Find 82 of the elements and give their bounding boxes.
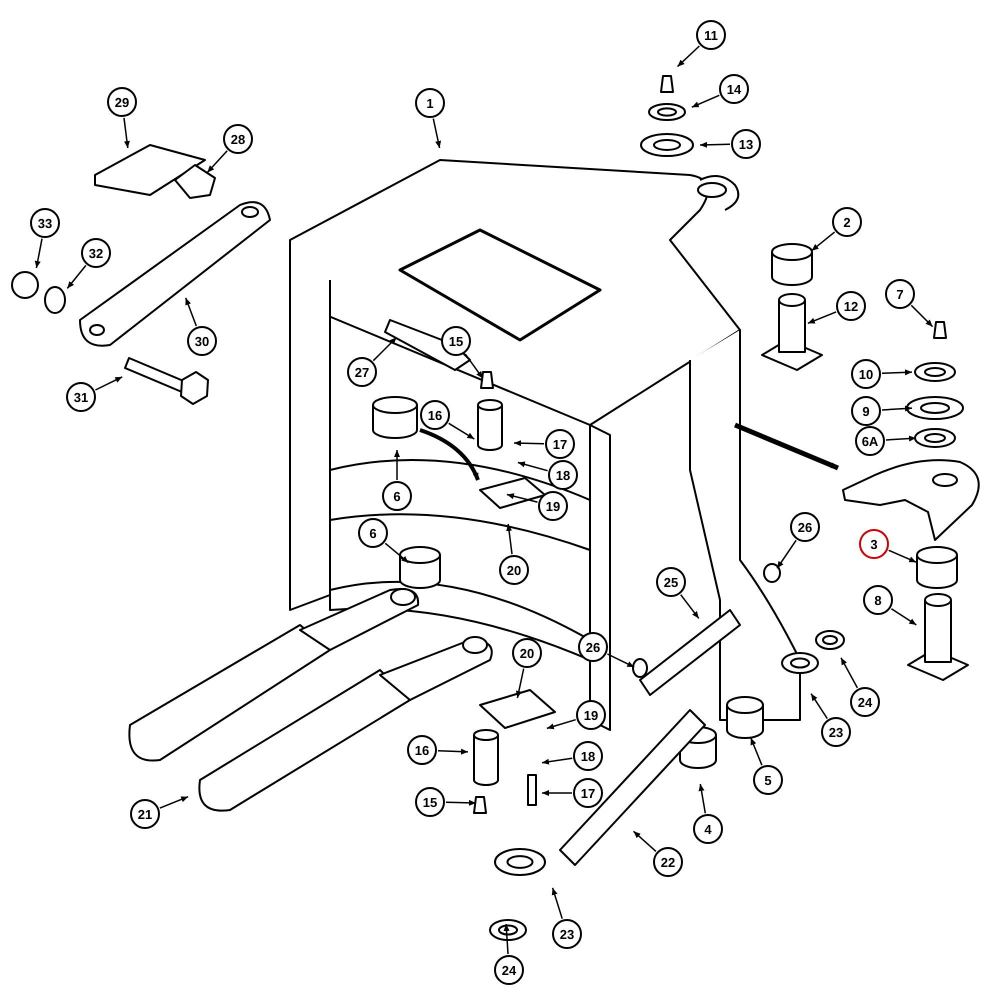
leader-line <box>506 493 538 503</box>
callout-number: 16 <box>407 735 437 765</box>
leader-line <box>160 796 188 809</box>
callout-number: 18 <box>548 460 578 490</box>
callout-number: 26 <box>790 512 820 542</box>
callout-number: 8 <box>863 585 893 615</box>
callout-number: 9 <box>851 396 881 426</box>
leader-line <box>633 830 656 852</box>
leader-line <box>542 790 572 796</box>
leader-line <box>546 718 576 730</box>
callout-number: 3 <box>859 529 889 559</box>
leader-line <box>516 668 524 698</box>
callout-number: 23 <box>552 919 582 949</box>
leader-line <box>448 422 475 440</box>
leader-line <box>808 311 836 324</box>
leader-line <box>438 748 468 755</box>
callout-number: 27 <box>347 357 377 387</box>
leader-line <box>552 888 563 919</box>
leader-line <box>372 336 398 362</box>
callout-number: 12 <box>836 291 866 321</box>
callout-number: 4 <box>693 814 723 844</box>
callout-number: 30 <box>187 326 217 356</box>
callout-number: 2 <box>832 207 862 237</box>
leader-line <box>910 304 934 328</box>
callout-number: 18 <box>573 741 603 771</box>
callout-number: 5 <box>753 765 783 795</box>
callout-number: 20 <box>512 638 542 668</box>
leader-line <box>514 440 544 446</box>
leader-line <box>518 461 548 472</box>
leader-line <box>692 94 720 108</box>
callout-number: 16 <box>420 400 450 430</box>
leader-line <box>185 298 197 326</box>
callout-number: 7 <box>885 279 915 309</box>
callout-number: 14 <box>719 74 749 104</box>
callout-number: 25 <box>656 567 686 597</box>
callout-number: 31 <box>66 382 96 412</box>
callout-number: 17 <box>545 429 575 459</box>
leader-line <box>882 369 912 376</box>
leader-line <box>446 800 476 806</box>
leader-line <box>66 264 86 289</box>
leader-line <box>886 436 916 442</box>
callout-number: 17 <box>573 778 603 808</box>
leader-line <box>432 118 442 148</box>
leader-line <box>123 118 130 148</box>
leader-line <box>811 232 836 252</box>
leader-line <box>810 693 828 719</box>
callout-number: 6 <box>358 518 388 548</box>
callout-number: 1 <box>415 88 445 118</box>
leader-line <box>676 45 700 68</box>
leader-line <box>95 376 123 391</box>
callout-number: 33 <box>30 208 60 238</box>
leader-line <box>607 653 635 668</box>
leader-line <box>206 150 228 173</box>
callout-number: 29 <box>107 87 137 117</box>
callout-number: 24 <box>850 687 880 717</box>
leader-line <box>700 142 730 148</box>
leader-line <box>776 540 797 569</box>
callout-number: 10 <box>851 359 881 389</box>
callout-number: 23 <box>821 717 851 747</box>
leader-line <box>750 738 763 766</box>
leader-line <box>888 550 916 563</box>
leader-line <box>698 784 706 814</box>
callout-number: 13 <box>731 129 761 159</box>
callout-number: 22 <box>653 847 683 877</box>
leader-line <box>464 354 484 379</box>
leader-line <box>34 238 43 268</box>
callout-number: 6A <box>855 426 885 456</box>
leader-line <box>840 657 858 688</box>
callout-number: 11 <box>696 20 726 50</box>
callout-number: 21 <box>130 799 160 829</box>
callout-number: 20 <box>499 555 529 585</box>
leader-line <box>882 406 912 412</box>
callout-number: 28 <box>223 124 253 154</box>
leader-line <box>542 758 572 765</box>
leader-line <box>506 524 513 554</box>
callout-number: 19 <box>576 700 606 730</box>
leader-line <box>891 608 917 626</box>
callout-number: 15 <box>415 787 445 817</box>
callout-number: 24 <box>494 955 524 985</box>
leader-line <box>394 450 400 480</box>
callout-number: 32 <box>81 238 111 268</box>
leader-line <box>680 594 700 619</box>
